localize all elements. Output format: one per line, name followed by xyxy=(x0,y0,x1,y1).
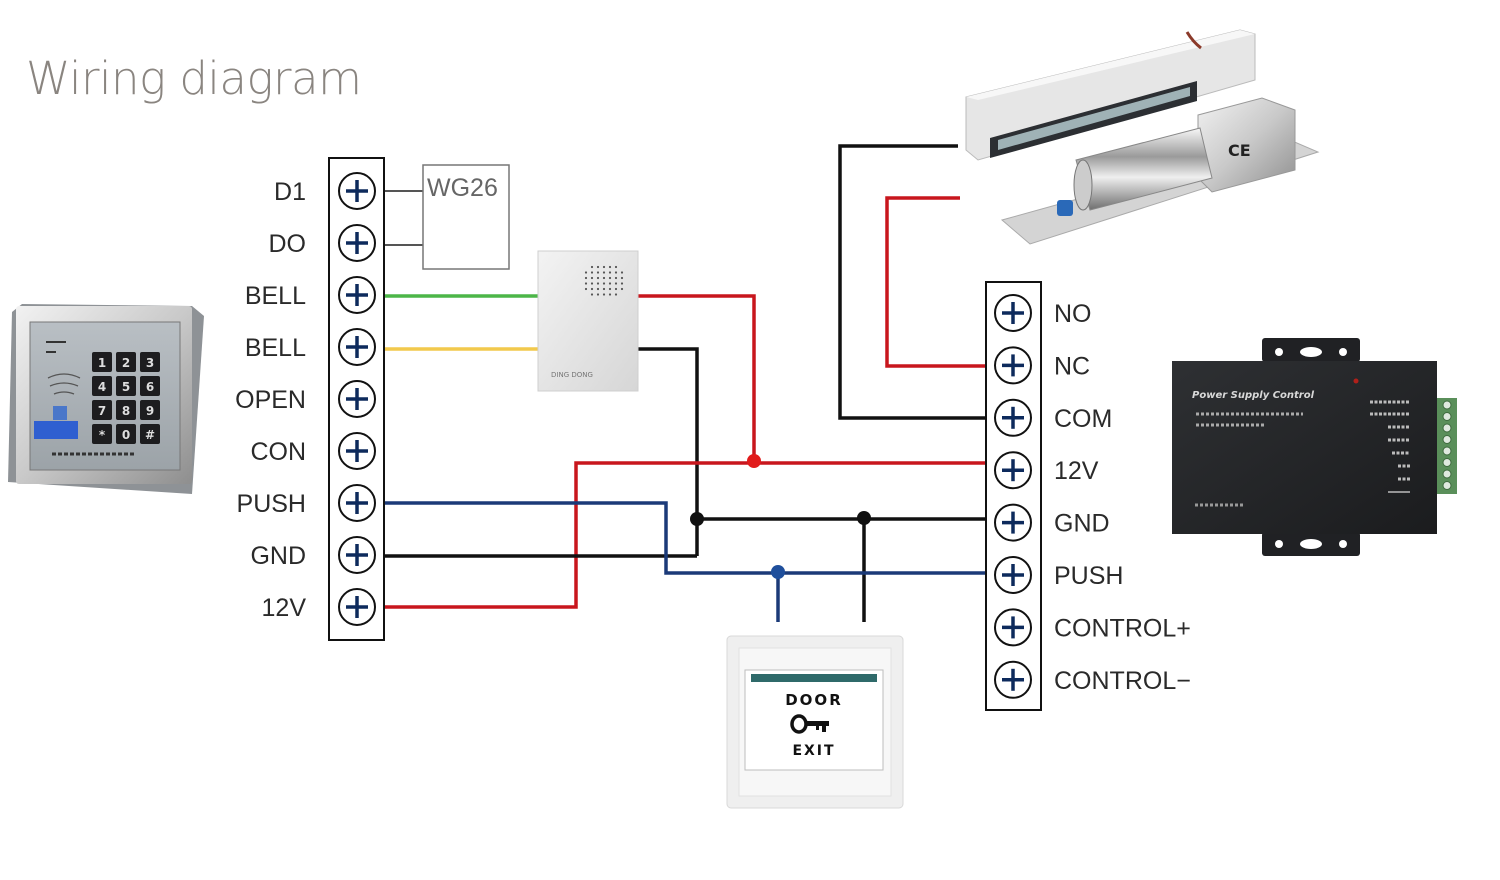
keypad-key: 1 xyxy=(92,352,112,372)
exit-button-exit-text: EXIT xyxy=(792,743,835,759)
svg-text:4: 4 xyxy=(98,380,106,394)
junction-12v xyxy=(747,454,761,468)
wire-lock-black xyxy=(838,144,986,420)
wire-bell-black xyxy=(637,347,699,556)
left-terminal-label: BELL xyxy=(245,282,306,310)
svg-text:0: 0 xyxy=(122,428,130,442)
left-terminal-label: D1 xyxy=(274,178,306,206)
screw-terminal-icon xyxy=(338,328,376,366)
screw-terminal-icon xyxy=(338,484,376,522)
junction-push xyxy=(771,565,785,579)
screw-terminal-icon xyxy=(994,451,1032,490)
wire-12v-red xyxy=(384,461,986,609)
left-terminal-block xyxy=(328,157,385,641)
card-icon xyxy=(53,406,67,420)
screw-terminal-icon xyxy=(338,276,376,314)
keypad-reader: 1 2 3 4 5 6 7 8 9 * 0 # xyxy=(8,304,204,494)
keypad-key: 5 xyxy=(116,376,136,396)
screw-terminal-icon xyxy=(338,380,376,418)
keypad-key: 7 xyxy=(92,400,112,420)
svg-text:3: 3 xyxy=(146,356,154,370)
psu-screw-terminal-icon xyxy=(1442,400,1452,410)
right-terminal-label: CONTROL+ xyxy=(1054,614,1191,642)
electric-lock: CE xyxy=(965,29,1320,245)
left-terminal-label: BELL xyxy=(245,334,306,362)
diagram-title: Wiring diagram xyxy=(26,52,362,105)
right-terminal-label: COM xyxy=(1054,405,1112,433)
svg-text:6: 6 xyxy=(146,380,154,394)
screw-terminal-icon xyxy=(994,660,1032,699)
keypad-key: 2 xyxy=(116,352,136,372)
screw-terminal-icon xyxy=(338,172,376,210)
svg-text:1: 1 xyxy=(98,356,106,370)
psu-screw-terminal-icon xyxy=(1442,412,1452,421)
screw-terminal-icon xyxy=(338,536,376,574)
wiegand-box: WG26 xyxy=(422,164,510,270)
ce-mark: CE xyxy=(1228,141,1251,160)
screw-terminal-icon xyxy=(338,432,376,470)
svg-text:*: * xyxy=(99,428,106,442)
keypad-key: 8 xyxy=(116,400,136,420)
svg-text:5: 5 xyxy=(122,380,130,394)
keypad-key: 6 xyxy=(140,376,160,396)
keypad-key: 4 xyxy=(92,376,112,396)
psu-screw-terminal-icon xyxy=(1442,423,1452,433)
lcd-display xyxy=(34,421,78,439)
screw-terminal-icon xyxy=(338,224,376,262)
wire-push-blue xyxy=(384,501,986,575)
right-terminal-label: CONTROL− xyxy=(1054,667,1191,695)
power-supply: Power Supply Control xyxy=(1172,338,1457,556)
svg-text:8: 8 xyxy=(122,404,130,418)
right-terminal-block xyxy=(985,281,1042,711)
psu-screw-terminal-icon xyxy=(1442,446,1452,456)
power-led xyxy=(1353,378,1359,384)
wire-lock-red xyxy=(885,196,986,368)
keypad-key: 9 xyxy=(140,400,160,420)
right-terminal-label: PUSH xyxy=(1054,562,1123,590)
left-terminal-label: DO xyxy=(269,230,307,258)
screw-terminal-icon xyxy=(994,294,1032,332)
right-terminal-label: 12V xyxy=(1054,457,1099,485)
exit-button: DOOR EXIT xyxy=(726,635,904,809)
svg-text:9: 9 xyxy=(146,404,154,418)
left-terminal-label: 12V xyxy=(262,594,307,622)
screw-terminal-icon xyxy=(994,346,1032,385)
junction-gnd-2 xyxy=(857,511,871,525)
doorbell: DING DONG xyxy=(537,250,639,392)
screw-terminal-icon xyxy=(994,503,1032,542)
screw-terminal-icon xyxy=(338,588,376,626)
psu-screw-terminal-icon xyxy=(1442,458,1452,467)
keypad-key: 0 xyxy=(116,424,136,444)
psu-screw-terminal-icon xyxy=(1442,469,1452,479)
psu-title: Power Supply Control xyxy=(1192,390,1315,401)
keypad-key: # xyxy=(140,424,160,444)
screw-terminal-icon xyxy=(994,608,1032,647)
svg-text:2: 2 xyxy=(122,356,130,370)
left-terminal-label: PUSH xyxy=(237,490,306,518)
left-terminal-label: OPEN xyxy=(235,386,306,414)
key-icon xyxy=(790,714,829,734)
svg-text:7: 7 xyxy=(98,404,106,418)
left-terminal-label: CON xyxy=(250,438,306,466)
screw-terminal-icon xyxy=(994,556,1032,594)
wires xyxy=(384,144,986,622)
keypad-key: * xyxy=(92,424,112,444)
wiegand-label: WG26 xyxy=(427,174,498,202)
right-terminal-label: GND xyxy=(1054,510,1110,538)
psu-screw-terminal-icon xyxy=(1442,481,1452,490)
psu-screw-terminal-icon xyxy=(1442,435,1452,444)
wire-bell-red xyxy=(637,294,756,462)
svg-text:#: # xyxy=(145,428,155,442)
exit-button-door-text: DOOR xyxy=(785,691,843,709)
doorbell-label: DING DONG xyxy=(551,371,593,379)
junction-gnd-1 xyxy=(690,512,704,526)
keypad-key: 3 xyxy=(140,352,160,372)
left-terminal-label: GND xyxy=(250,542,306,570)
lock-connector xyxy=(1057,200,1073,216)
right-terminal-label: NO xyxy=(1054,300,1092,328)
screw-terminal-icon xyxy=(994,398,1032,437)
right-terminal-label: NC xyxy=(1054,352,1090,380)
